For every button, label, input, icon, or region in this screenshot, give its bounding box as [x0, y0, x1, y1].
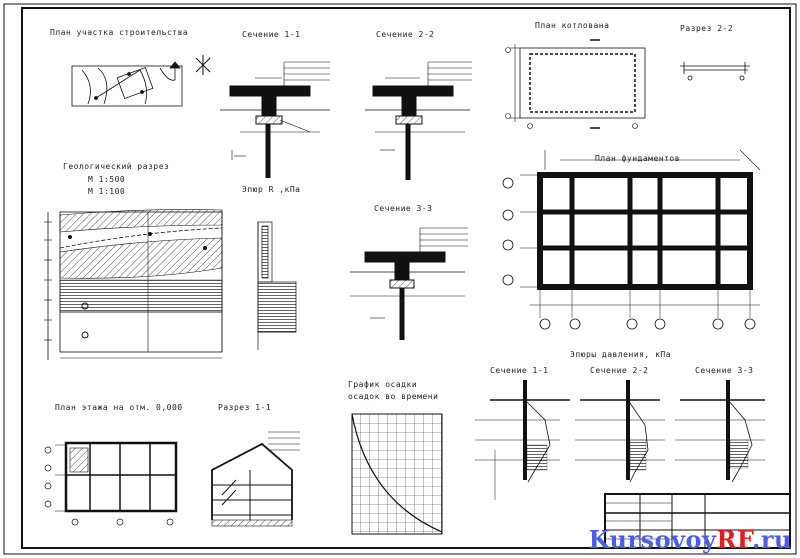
- watermark-logo: KursovoyRF.ru: [589, 525, 792, 554]
- pressure-diagrams-title: Эпюры давления, кПа: [570, 350, 672, 359]
- settlement-graph-subtitle: осадок во времени: [348, 392, 439, 401]
- north-arrow: [195, 55, 211, 75]
- pressure-diagrams: [475, 380, 765, 500]
- watermark-part-2: RF: [716, 525, 753, 554]
- site-plan: [71, 61, 183, 107]
- pit-plan-title: План котлована: [535, 21, 610, 30]
- geo-scale-horizontal: М 1:500: [88, 175, 126, 184]
- floor-plan-drawing: [44, 441, 178, 526]
- geo-section-title: Геологический разрез: [63, 162, 170, 171]
- cut-1-1-drawing: [211, 431, 300, 527]
- section-1-1-drawing: [220, 61, 330, 178]
- sheet-inner-border: [21, 7, 791, 549]
- pressure-diagram-3: [675, 380, 765, 483]
- settlement-graph-title: График осадки: [348, 380, 418, 389]
- section-2-2-title: Сечение 2-2: [376, 30, 435, 39]
- settlement-graph: [351, 413, 443, 535]
- floor-plan-title: План этажа на отм. 0,000: [55, 403, 183, 412]
- section-3-3-drawing: [350, 227, 468, 340]
- watermark-part-1: Kursovoy: [588, 525, 717, 554]
- cut-2-2-title: Разрез 2-2: [680, 24, 734, 33]
- pressure-section-3-title: Сечение 3-3: [695, 366, 754, 375]
- pressure-diagram-1: [475, 380, 570, 500]
- pit-plan-drawing: [505, 39, 646, 129]
- section-2-2-drawing: [365, 61, 472, 180]
- pressure-diagram-2: [575, 380, 665, 483]
- pressure-section-1-title: Сечение 1-1: [490, 366, 549, 375]
- geo-scale-vertical: М 1:100: [88, 187, 126, 196]
- cut-1-1-title: Разрез 1-1: [218, 403, 272, 412]
- cut-2-2-drawing: [680, 62, 750, 81]
- section-1-1-title: Сечение 1-1: [242, 30, 301, 39]
- site-plan-title: План участка строительства: [50, 28, 189, 37]
- foundation-plan-title: План фундаментов: [595, 154, 681, 163]
- sheet-outer-border: [3, 3, 797, 555]
- section-3-3-title: Сечение 3-3: [374, 204, 433, 213]
- diagram-r-title: Эпюр R ,кПа: [242, 185, 301, 194]
- title-block: [604, 493, 791, 549]
- foundation-plan-drawing: [502, 149, 761, 330]
- diagram-r: [257, 221, 297, 350]
- pressure-section-2-title: Сечение 2-2: [590, 366, 649, 375]
- watermark-part-3: .ru: [752, 525, 792, 554]
- geological-section: [44, 209, 223, 360]
